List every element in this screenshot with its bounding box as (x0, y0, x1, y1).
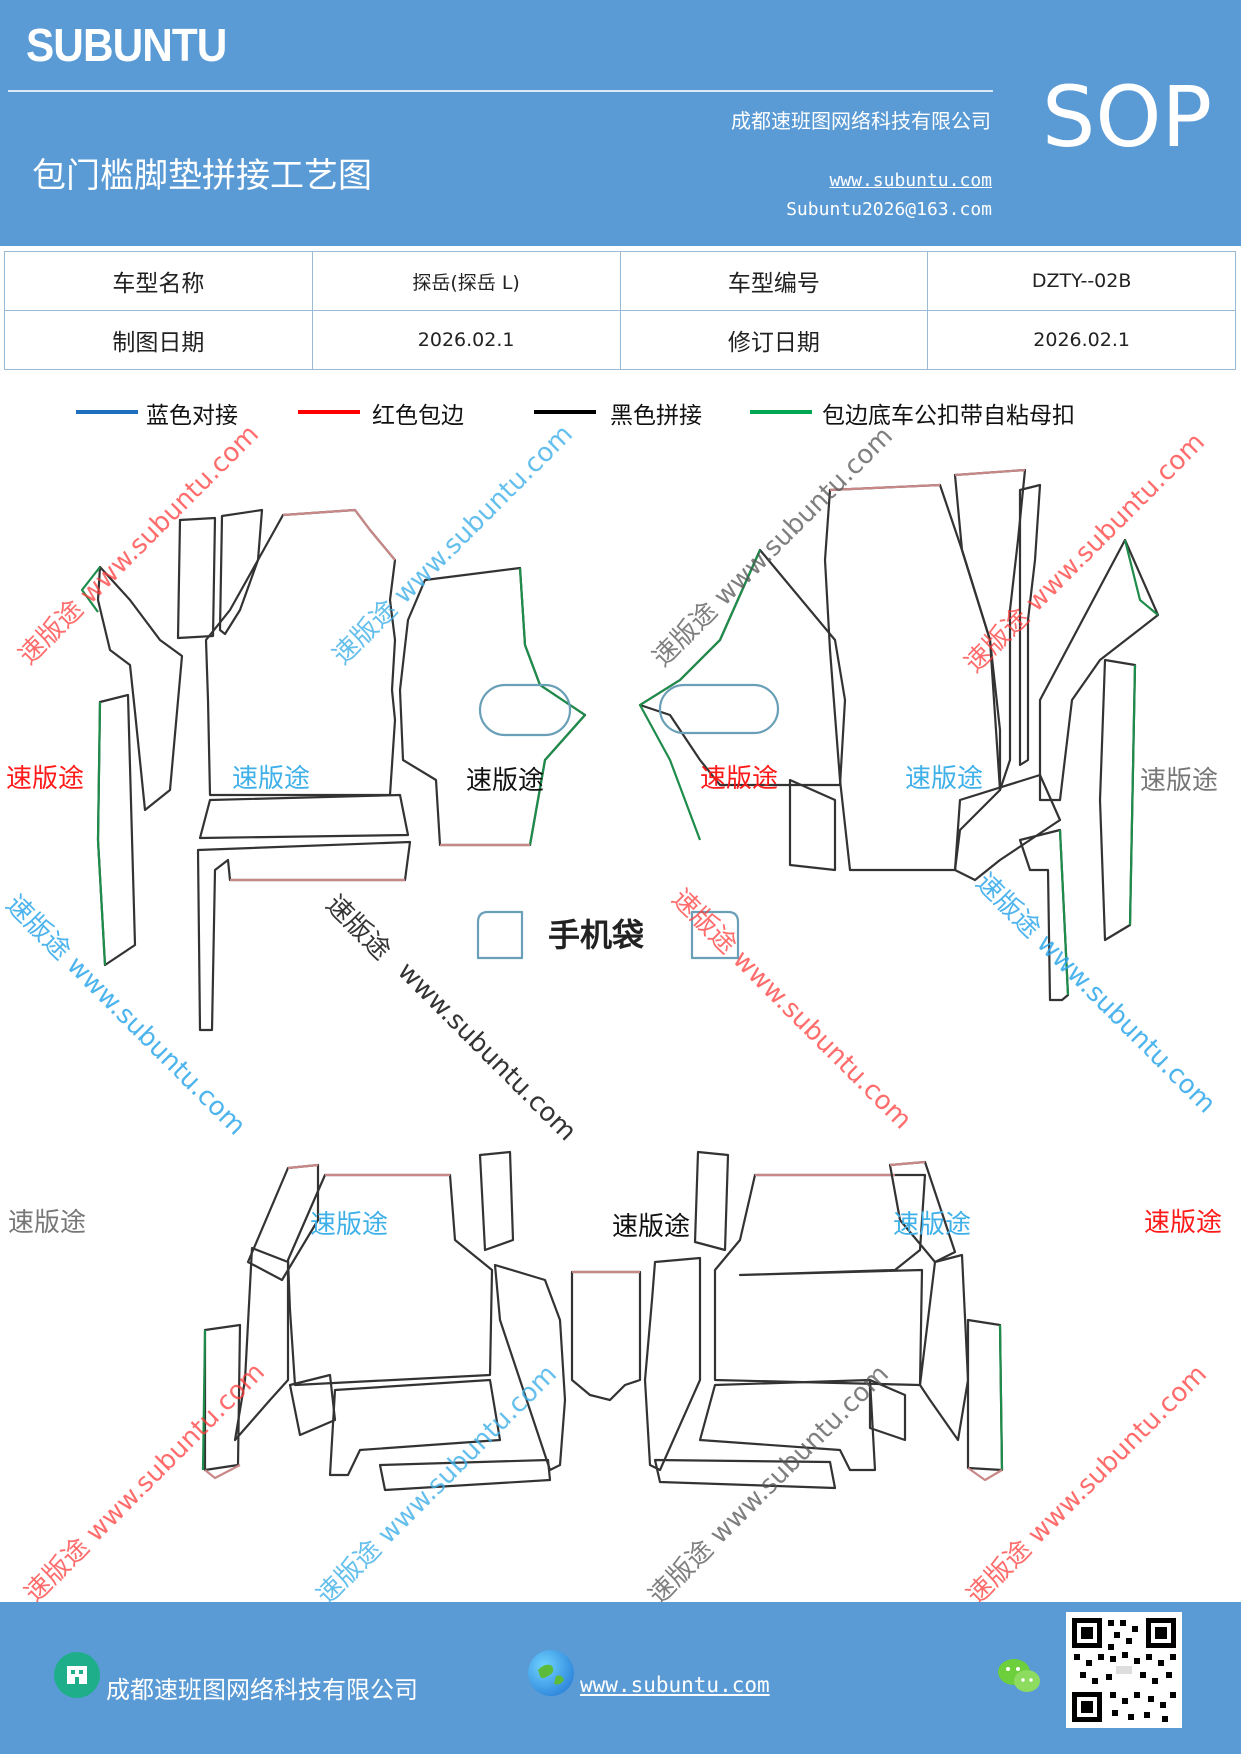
pattern-piece-edge (998, 1324, 1004, 1471)
footer-company: 成都速班图网络科技有限公司 (106, 1676, 418, 1704)
pattern-piece (918, 1253, 970, 1442)
pattern-piece-edge (967, 1467, 1003, 1482)
model-name-label: 车型名称 (4, 251, 313, 311)
watermark-text: 速版途 (612, 1212, 691, 1242)
watermark-text: 速版途 (700, 764, 779, 794)
pattern-piece-edge (96, 701, 107, 966)
watermark-text: 速版途 (1140, 766, 1219, 796)
pattern-piece (328, 1378, 502, 1477)
legend-swatch-red (298, 410, 360, 414)
pattern-piece (1018, 483, 1042, 767)
pattern-piece (1098, 658, 1137, 942)
phone-pocket-right (690, 910, 740, 960)
pattern-slot (658, 683, 780, 735)
model-code-label: 车型编号 (619, 251, 929, 311)
pattern-piece (1038, 538, 1160, 802)
watermark-text: 速版途 (1144, 1208, 1223, 1238)
table-row: 制图日期 2026.02.1 修订日期 2026.02.1 (4, 310, 1236, 370)
sop-badge: SOP (1042, 68, 1213, 166)
watermark-text: 速版途 (8, 1208, 87, 1238)
pattern-piece-edge (201, 1329, 207, 1471)
legend-label: 包边底车公扣带自粘母扣 (822, 403, 1075, 429)
pattern-piece-edge (889, 1160, 926, 1167)
header-divider (8, 90, 993, 92)
model-code-value: DZTY--02B (927, 251, 1236, 311)
watermark-text: 速版途 (905, 764, 984, 794)
watermark-text: 速版途 (893, 1210, 972, 1240)
pattern-piece (398, 566, 587, 847)
document-title: 包门槛脚垫拼接工艺图 (32, 156, 372, 196)
pattern-piece (233, 1246, 290, 1442)
pattern-piece (693, 1150, 730, 1252)
pattern-piece-edge (1058, 829, 1070, 996)
pattern-slot (478, 683, 572, 737)
brand-logo: SUBUNTU (26, 19, 227, 71)
pattern-piece (478, 1150, 515, 1252)
pattern-piece-edge (638, 549, 762, 841)
pattern-piece-edge (954, 468, 1026, 477)
pattern-piece (570, 1270, 642, 1402)
watermark-text: 速版途 (310, 1210, 389, 1240)
phone-pocket-left (476, 910, 524, 960)
legend-label: 黑色拼接 (610, 403, 702, 429)
pattern-piece-edge (204, 1464, 241, 1480)
footer-url-link[interactable]: www.subuntu.com (580, 1673, 770, 1697)
pattern-piece (653, 1458, 837, 1490)
legend-swatch-black (534, 410, 596, 414)
pattern-piece (198, 793, 410, 840)
pattern-piece (953, 773, 1062, 882)
pattern-piece (196, 840, 412, 1032)
pattern-piece-edge (1123, 539, 1159, 616)
pattern-piece (966, 1318, 1004, 1472)
pattern-piece (493, 1263, 567, 1472)
pattern-piece-edge (287, 1163, 319, 1170)
header-banner (0, 0, 1241, 246)
pattern-piece (953, 468, 1027, 792)
table-row: 车型名称 探岳(探岳 L) 车型编号 DZTY--02B (4, 251, 1236, 311)
header-company: 成都速班图网络科技有限公司 (731, 109, 991, 133)
phone-pocket-label: 手机袋 (548, 916, 645, 954)
pattern-piece (246, 1163, 320, 1282)
pattern-piece (823, 483, 1002, 872)
pattern-piece-edge (829, 483, 941, 492)
pattern-piece-edge (518, 567, 586, 716)
pattern-piece (378, 1458, 552, 1492)
wechat-icon[interactable] (996, 1654, 1044, 1698)
header-url-link[interactable]: www.subuntu.com (829, 170, 992, 191)
pattern-piece (96, 565, 184, 812)
floor-mat-pattern-diagram (80, 468, 1160, 1492)
pattern-piece (868, 1378, 907, 1442)
watermark-text: 速版途 (6, 764, 85, 794)
qr-code-icon (1066, 1612, 1182, 1728)
pattern-piece (713, 1173, 927, 1387)
model-info-table: 车型名称 探岳(探岳 L) 车型编号 DZTY--02B 制图日期 2026.0… (4, 251, 1236, 370)
header-email: Subuntu2026@163.com (786, 199, 992, 220)
draw-date-value: 2026.02.1 (311, 310, 621, 370)
revise-date-value: 2026.02.1 (927, 310, 1236, 370)
legend-label: 蓝色对接 (146, 403, 238, 429)
legend-swatch-green (750, 410, 812, 414)
draw-date-label: 制图日期 (4, 310, 313, 370)
globe-icon (528, 1650, 574, 1696)
pattern-piece-edge (1128, 664, 1137, 926)
pattern-piece (218, 508, 264, 636)
watermark-text: 速版途 (466, 766, 545, 796)
model-name-value: 探岳(探岳 L) (311, 251, 621, 311)
revise-date-label: 修订日期 (619, 310, 929, 370)
legend-label: 红色包边 (372, 403, 464, 429)
pattern-piece-edge (528, 714, 586, 846)
building-icon (54, 1652, 100, 1698)
pattern-piece (643, 1256, 702, 1472)
legend-swatch-blue (76, 410, 138, 414)
pattern-piece-edge (282, 508, 396, 561)
pattern-piece (788, 778, 837, 872)
pattern-piece-edge (80, 566, 101, 613)
pattern-piece (176, 516, 217, 640)
pattern-piece (288, 1373, 337, 1437)
watermark-text: 速版途 (232, 764, 311, 794)
